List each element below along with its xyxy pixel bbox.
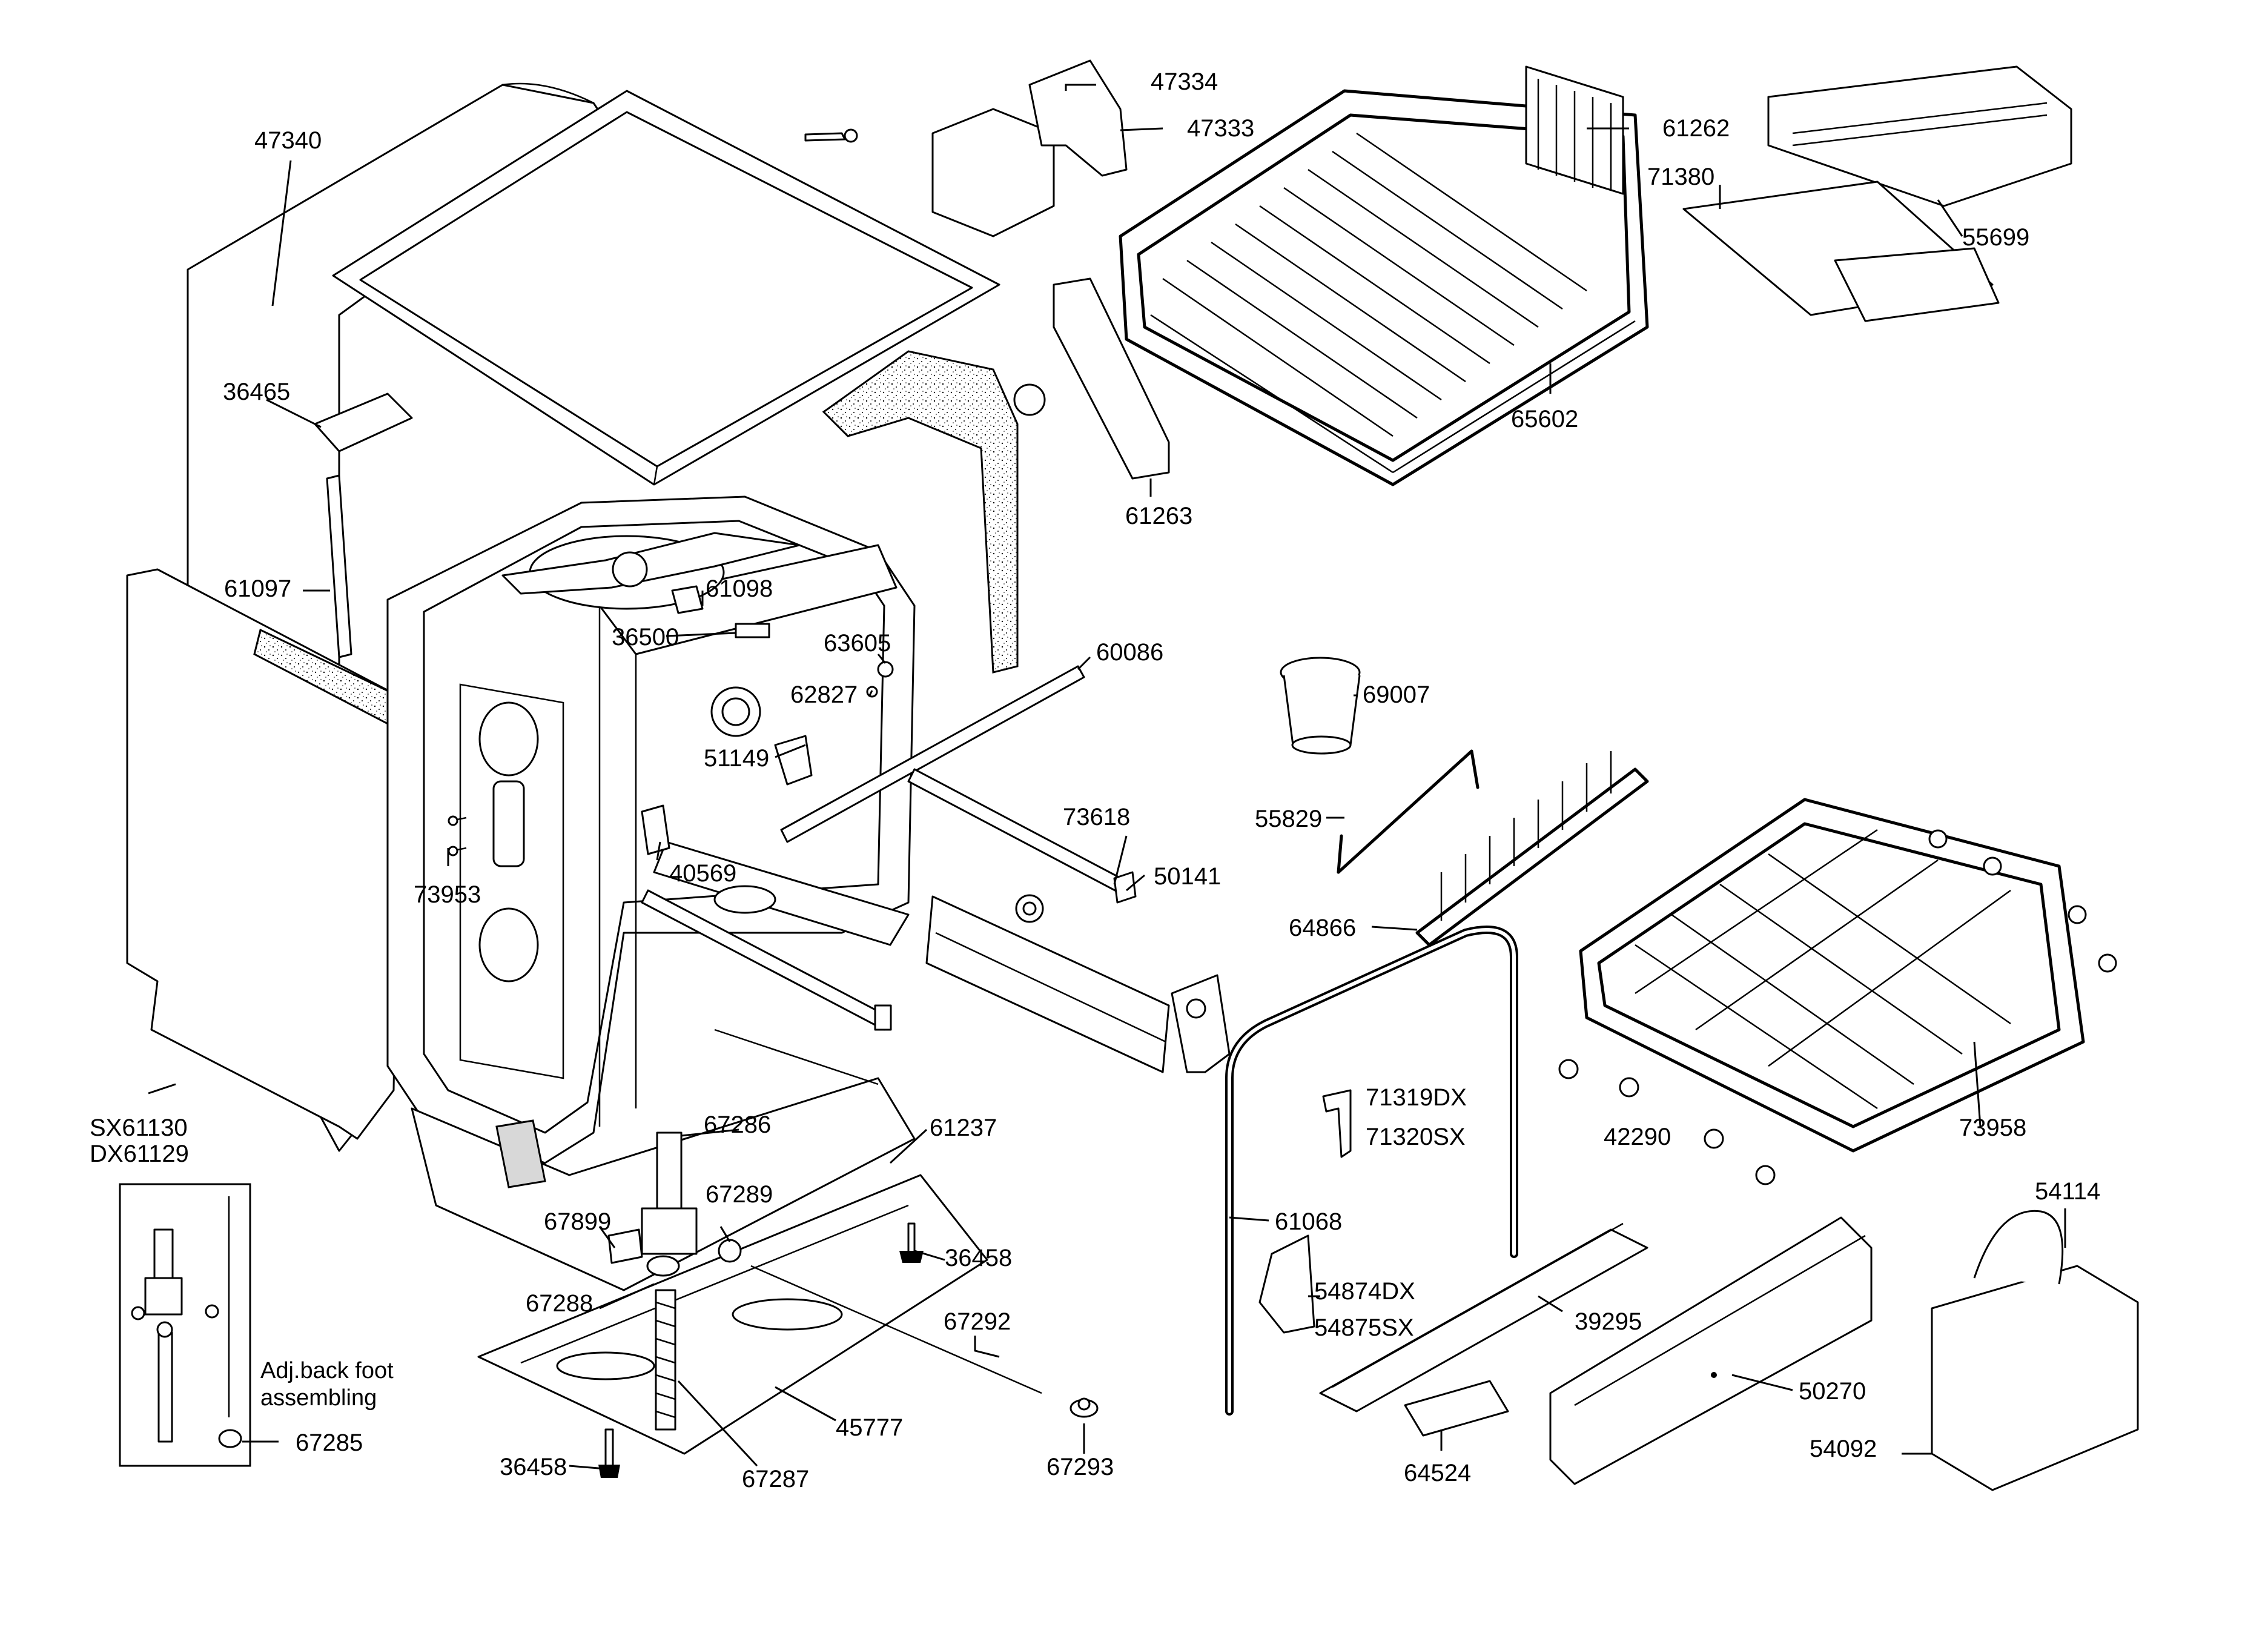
- callout-36500: 36500: [612, 624, 679, 651]
- side-suffix-dx: DX: [90, 1141, 124, 1167]
- callout-50270: 50270: [1799, 1378, 1866, 1405]
- door-trim-strip: [1549, 1216, 1873, 1485]
- callout-47333: 47333: [1187, 115, 1254, 142]
- callout-64866: 64866: [1289, 915, 1356, 941]
- tine-rack: [1415, 751, 1649, 947]
- callout-50141: 50141: [1154, 863, 1221, 890]
- callout-55699: 55699: [1962, 224, 2029, 251]
- door-channel: [1319, 1222, 1648, 1437]
- callout-60086: 60086: [1096, 639, 1163, 666]
- callout-55829: 55829: [1255, 806, 1322, 832]
- side-suffix-dx: DX: [1433, 1084, 1467, 1111]
- cutlery-basket-small: [931, 59, 1128, 237]
- inset-note-line2: assembling: [260, 1385, 377, 1411]
- callout-71320-number: 71320: [1366, 1124, 1433, 1150]
- callout-71319-number: 71319: [1366, 1084, 1433, 1111]
- rear-insulation-panel: [822, 350, 1019, 674]
- back-foot-inset: [119, 1183, 251, 1467]
- worktop-frame: [332, 90, 1000, 486]
- callout-54875-number: 54875: [1314, 1314, 1381, 1341]
- callout-61262: 61262: [1662, 115, 1730, 142]
- callout-62827: 62827: [790, 681, 858, 708]
- callout-69007: 69007: [1363, 681, 1430, 708]
- callout-45777: 45777: [836, 1414, 903, 1441]
- callout-54874: 54874DX: [1314, 1278, 1415, 1305]
- tub-components: [314, 393, 894, 856]
- callout-67289: 67289: [706, 1181, 773, 1208]
- inset-note-line1: Adj.back foot: [260, 1358, 394, 1383]
- callout-61098: 61098: [706, 575, 773, 602]
- callout-67293: 67293: [1046, 1454, 1114, 1480]
- side-suffix-sx: SX: [1433, 1124, 1465, 1150]
- callout-42290: 42290: [1604, 1124, 1671, 1150]
- leader-lines: [148, 84, 2066, 1470]
- door-rails: [641, 665, 1134, 1031]
- callout-73953: 73953: [414, 881, 481, 908]
- callout-54114: 54114: [2035, 1178, 2100, 1205]
- callout-36458-upper: 36458: [945, 1245, 1012, 1271]
- callout-39295: 39295: [1575, 1308, 1642, 1335]
- screw: [804, 128, 858, 143]
- callout-73618: 73618: [1063, 804, 1130, 830]
- callout-67285: 67285: [296, 1429, 363, 1456]
- door-gasket: [1225, 926, 1518, 1416]
- door-hinge: [1258, 1234, 1315, 1334]
- callout-61130-number: 61130: [122, 1115, 187, 1141]
- callout-65602: 65602: [1511, 406, 1578, 432]
- callout-71320: 71320SX: [1366, 1124, 1466, 1150]
- rack-rod: [1337, 749, 1479, 874]
- callout-71319: 71319DX: [1366, 1084, 1467, 1111]
- callout-61129-number: 61129: [124, 1141, 189, 1167]
- callout-63605: 63605: [824, 630, 891, 657]
- callout-47334: 47334: [1151, 68, 1218, 95]
- callout-61068: 61068: [1275, 1208, 1342, 1235]
- rack-inserts: [1682, 65, 2072, 322]
- upper-basket: [1013, 65, 1649, 486]
- callout-61263: 61263: [1125, 503, 1192, 529]
- callout-36458-lower: 36458: [500, 1454, 567, 1480]
- part-number-labels: 47340 47334 47333 61262 71380 55699 3646…: [90, 68, 2100, 1492]
- callout-67288: 67288: [526, 1290, 593, 1317]
- callout-67292: 67292: [944, 1308, 1011, 1335]
- lower-basket: [1579, 798, 2085, 1153]
- callout-67287: 67287: [742, 1466, 809, 1492]
- glass-holder: [1280, 657, 1361, 755]
- side-suffix-dx: DX: [1381, 1278, 1415, 1305]
- kick-plate: [925, 871, 1170, 1073]
- cutlery-basket-large: [1931, 1210, 2139, 1491]
- callout-71380: 71380: [1647, 164, 1714, 190]
- callout-67899: 67899: [544, 1208, 611, 1235]
- side-suffix-sx: SX: [90, 1115, 122, 1141]
- door-clip: [1322, 1089, 1352, 1158]
- foot-bracket: [1171, 974, 1231, 1073]
- callout-40569: 40569: [669, 860, 736, 887]
- callout-47340: 47340: [254, 127, 322, 154]
- callout-64524: 64524: [1404, 1460, 1471, 1486]
- callout-54875: 54875SX: [1314, 1314, 1414, 1341]
- callout-61237: 61237: [930, 1115, 997, 1141]
- callout-54874-number: 54874: [1314, 1278, 1381, 1305]
- base-tray: [477, 1174, 988, 1455]
- callout-36465: 36465: [223, 379, 290, 405]
- basket-wheels: [1558, 829, 2117, 1185]
- side-suffix-sx: SX: [1381, 1314, 1413, 1341]
- side-panel: [126, 568, 401, 1140]
- callout-61097: 61097: [224, 575, 291, 602]
- callout-54092: 54092: [1810, 1436, 1877, 1462]
- callout-67286: 67286: [704, 1111, 771, 1138]
- callout-61129: DX61129: [90, 1141, 189, 1167]
- callout-61130: SX61130: [90, 1115, 188, 1141]
- callout-51149: 51149: [704, 745, 769, 772]
- callout-73958: 73958: [1959, 1115, 2026, 1141]
